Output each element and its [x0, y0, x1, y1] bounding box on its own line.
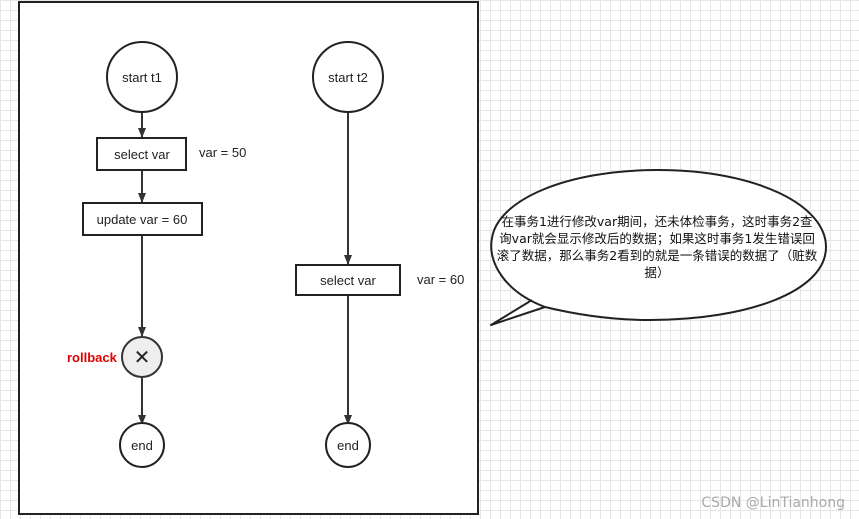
update-var-label: update var = 60 [97, 212, 188, 227]
close-icon: ✕ [134, 345, 151, 369]
update-var-node [82, 202, 203, 236]
select-var-t1-label: select var [114, 147, 170, 162]
end-t2-node [325, 422, 371, 468]
end-t1-label: end [131, 438, 153, 453]
start-t2-node [312, 41, 384, 113]
select-var-t1-annotation: var = 50 [199, 145, 246, 160]
watermark: CSDN @LinTianhong [701, 495, 845, 511]
start-t1-label: start t1 [122, 70, 162, 85]
select-var-t2-label: select var [320, 273, 376, 288]
select-var-t1-node [96, 137, 187, 171]
diagram-frame [18, 1, 479, 515]
end-t2-label: end [337, 438, 359, 453]
end-t1-node [119, 422, 165, 468]
rollback-node [121, 336, 163, 378]
callout-bubble [490, 169, 827, 326]
start-t1-node [106, 41, 178, 113]
select-var-t2-annotation: var = 60 [417, 272, 464, 287]
callout-text: 在事务1进行修改var期间，还未体检事务，这时事务2查询var就会显示修改后的数… [496, 214, 818, 280]
rollback-label: rollback [67, 350, 118, 365]
select-var-t2-node [295, 264, 401, 296]
start-t2-label: start t2 [328, 70, 368, 85]
